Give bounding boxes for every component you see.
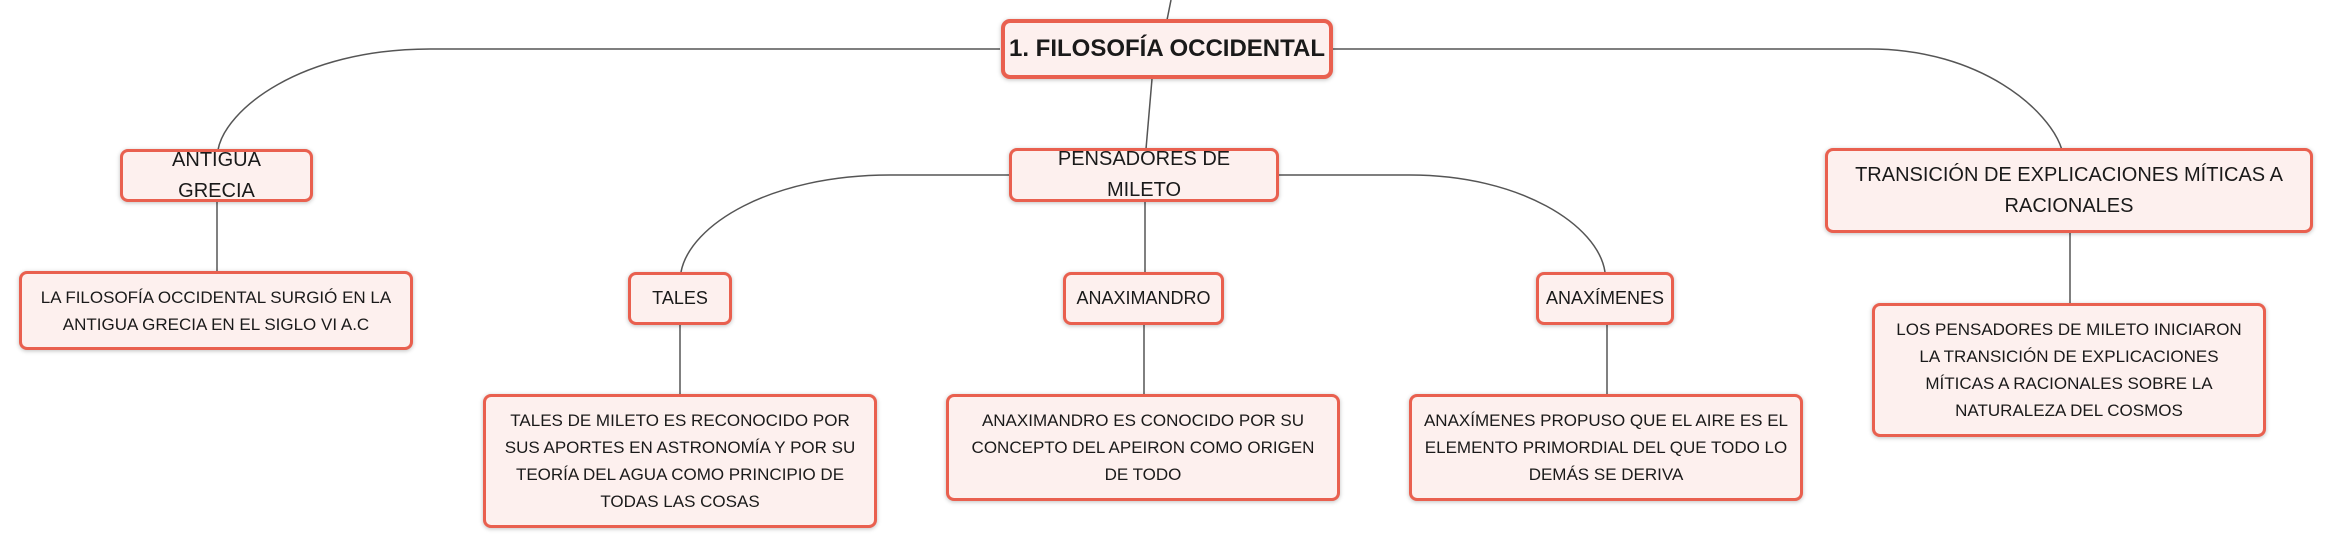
detail-anaximandro[interactable]: ANAXIMANDRO ES CONOCIDO POR SU CONCEPTO …: [946, 394, 1340, 501]
detail-anaximenes[interactable]: ANAXÍMENES PROPUSO QUE EL AIRE ES EL ELE…: [1409, 394, 1803, 501]
subtopic-anaximandro-label: ANAXIMANDRO: [1076, 288, 1211, 308]
subtopic-tales[interactable]: TALES: [628, 272, 732, 325]
topic-antigua-grecia[interactable]: ANTIGUA GRECIA: [120, 149, 313, 202]
topic-transicion[interactable]: TRANSICIÓN DE EXPLICACIONES MÍTICAS A RA…: [1825, 148, 2313, 233]
leaf-transicion[interactable]: LOS PENSADORES DE MILETO INICIARON LA TR…: [1872, 303, 2266, 437]
subtopic-anaximandro[interactable]: ANAXIMANDRO: [1063, 272, 1224, 325]
topic-pensadores-label: PENSADORES DE MILETO: [1057, 148, 1231, 201]
connector-top-stub: [1166, 0, 1172, 21]
subtopic-tales-label: TALES: [652, 288, 708, 308]
subtopic-anaximenes[interactable]: ANAXÍMENES: [1536, 272, 1674, 325]
detail-tales[interactable]: TALES DE MILETO ES RECONOCIDO POR SUS AP…: [483, 394, 877, 528]
connector-pensadores-anaximenes: [1279, 174, 1606, 273]
connector-pensadores-tales: [680, 174, 1009, 273]
leaf-antigua-grecia-text: LA FILOSOFÍA OCCIDENTAL SURGIÓ EN LA ANT…: [40, 287, 392, 334]
topic-antigua-grecia-label: ANTIGUA GRECIA: [172, 148, 261, 202]
topic-pensadores-de-mileto[interactable]: PENSADORES DE MILETO: [1009, 148, 1279, 202]
leaf-antigua-grecia[interactable]: LA FILOSOFÍA OCCIDENTAL SURGIÓ EN LA ANT…: [19, 271, 413, 350]
detail-tales-text: TALES DE MILETO ES RECONOCIDO POR SUS AP…: [504, 411, 856, 511]
detail-anaximandro-text: ANAXIMANDRO ES CONOCIDO POR SU CONCEPTO …: [971, 411, 1315, 484]
connector-root-transicion: [1333, 48, 2063, 151]
connector-root-antigua-grecia: [217, 48, 1000, 151]
root-node[interactable]: 1. FILOSOFÍA OCCIDENTAL: [1001, 19, 1333, 79]
leaf-transicion-text: LOS PENSADORES DE MILETO INICIARON LA TR…: [1896, 320, 2242, 420]
root-label: 1. FILOSOFÍA OCCIDENTAL: [1009, 35, 1325, 62]
topic-transicion-label: TRANSICIÓN DE EXPLICACIONES MÍTICAS A RA…: [1855, 163, 2283, 217]
detail-anaximenes-text: ANAXÍMENES PROPUSO QUE EL AIRE ES EL ELE…: [1423, 411, 1789, 484]
connector-root-pensadores: [1145, 78, 1153, 150]
subtopic-anaximenes-label: ANAXÍMENES: [1545, 288, 1665, 308]
